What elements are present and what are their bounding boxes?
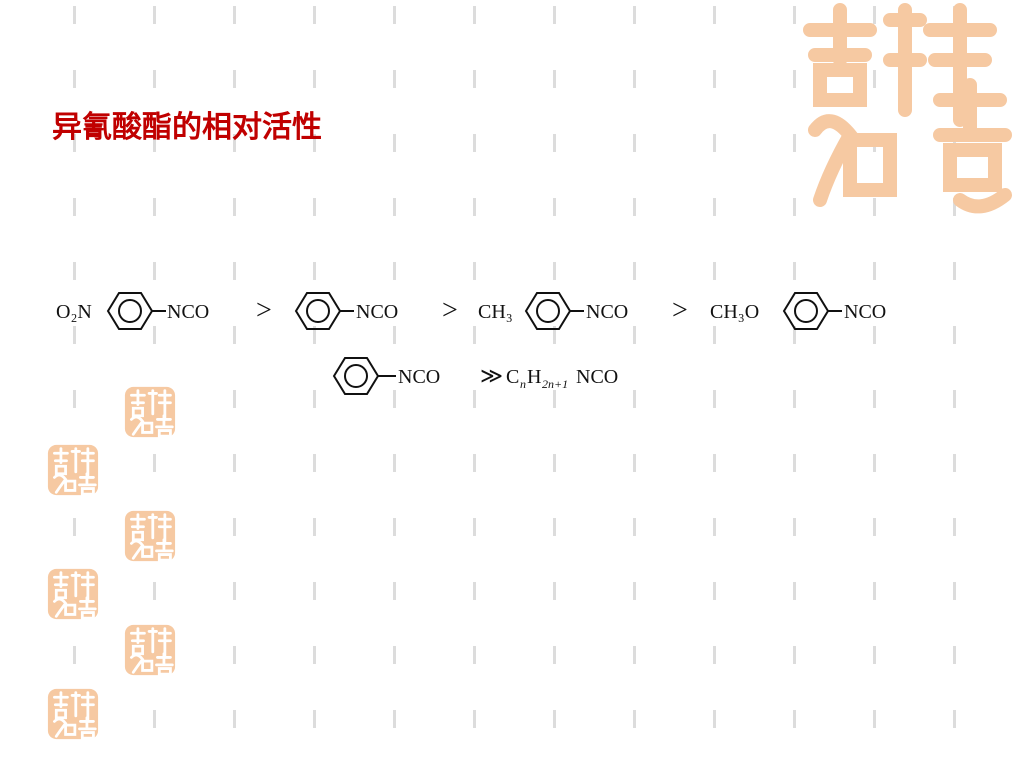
greater-than-sign: > [672,295,688,326]
alkyl-hydrogen-subscript: 2n+1 [542,377,568,391]
benzene-ring-icon [333,357,379,395]
isocyanate-group: NCO [844,301,886,323]
small-seal-icon [122,624,178,676]
benzene-ring-icon [783,292,829,330]
auspicious-seal-icon [803,3,1012,214]
compound-phenyl-isocyanate: NCO [295,292,398,330]
compound-tolyl-isocyanate: CH₃ NCO [478,292,628,330]
small-seal-icon [45,568,101,620]
compound-phenyl-isocyanate-line2: NCO [333,357,440,395]
methoxy-group: CH₃O [710,301,759,323]
small-seal-icon [45,444,101,496]
alkyl-carbon: C [506,366,519,388]
isocyanate-group: NCO [586,301,628,323]
benzene-ring-icon [525,292,571,330]
greater-than-sign: > [442,295,458,326]
isocyanate-group: NCO [398,366,440,388]
much-greater-sign: ≫ [480,363,503,388]
alkyl-hydrogen: H [527,366,541,388]
compound-nitrophenyl-isocyanate: O₂N NCO [56,292,209,330]
reactivity-formula: O₂N NCO > NCO > CH₃ NCO > CH₃O NCO [50,270,930,410]
small-seal-icon [45,688,101,740]
alkyl-carbon-subscript: n [520,377,526,391]
slide-title: 异氰酸酯的相对活性 [52,110,322,145]
isocyanate-group: NCO [167,301,209,323]
methyl-group: CH₃ [478,301,513,323]
compound-alkyl-isocyanate: C n H 2n+1 NCO [506,366,618,391]
benzene-ring-icon [107,292,153,330]
isocyanate-group: NCO [576,366,618,388]
small-seal-icon [122,386,178,438]
isocyanate-group: NCO [356,301,398,323]
nitro-group: O₂N [56,301,92,323]
greater-than-sign: > [256,295,272,326]
benzene-ring-icon [295,292,341,330]
small-seal-icon [122,510,178,562]
compound-methoxyphenyl-isocyanate: CH₃O NCO [710,292,886,330]
